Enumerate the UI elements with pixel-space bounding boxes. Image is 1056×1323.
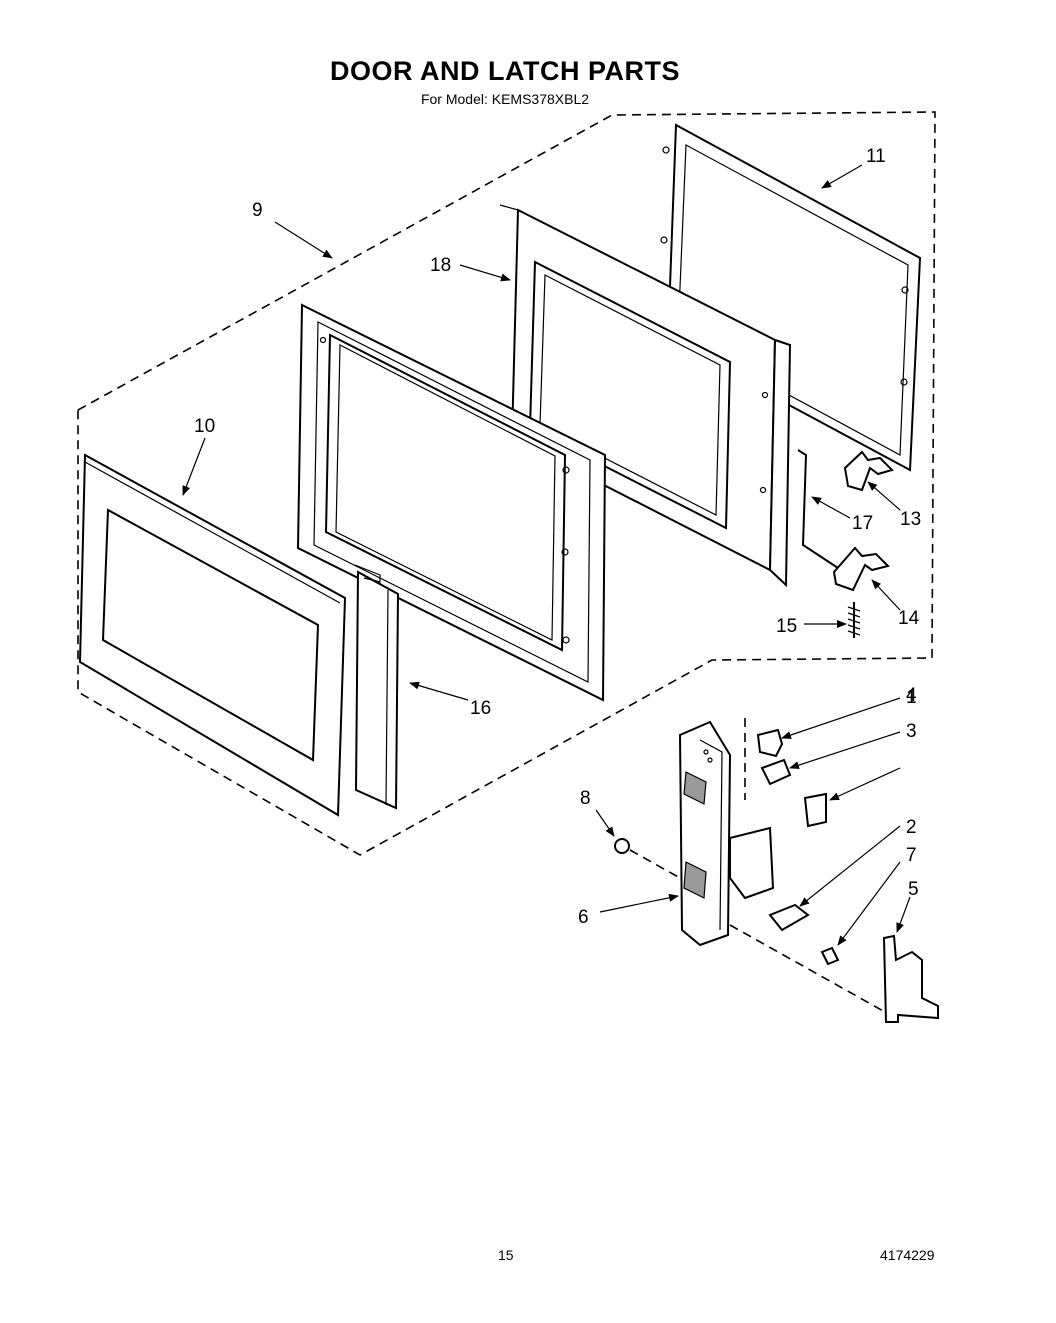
callout-1: 1: [906, 687, 917, 708]
callout-16: 16: [470, 698, 491, 719]
part-18-inner-frame: [499, 204, 792, 588]
part-9-door-frame: [296, 303, 607, 702]
callout-7: 7: [906, 845, 917, 866]
part-7-screw: [820, 946, 840, 966]
document-number: 4174229: [880, 1247, 935, 1263]
callout-17: 17: [852, 513, 873, 534]
part-14-lower-latch: [832, 546, 890, 592]
part-8-nut: [614, 838, 630, 854]
callout-3: 3: [906, 721, 917, 742]
callout-2: 2: [906, 817, 917, 838]
part-4-switch: [756, 728, 784, 758]
page-number: 15: [498, 1247, 514, 1263]
part-13-upper-latch: [843, 450, 894, 492]
callout-leaders: [182, 164, 911, 946]
callout-14: 14: [898, 608, 920, 629]
page-title: DOOR AND LATCH PARTS: [330, 56, 680, 86]
door-assembly-boundary: [77, 111, 936, 856]
model-subtitle: For Model: KEMS378XBL2: [420, 91, 590, 107]
callout-15: 15: [776, 616, 797, 637]
callout-6: 6: [578, 907, 589, 928]
callout-13: 13: [900, 509, 921, 530]
part-2-switch: [768, 903, 810, 932]
part-17-latch-rod: [797, 449, 839, 569]
callout-9: 9: [252, 200, 263, 221]
part-10-outer-panel: [78, 453, 347, 817]
part-3-switch: [760, 758, 792, 786]
callout-18: 18: [430, 255, 451, 276]
callout-5: 5: [908, 879, 919, 900]
callout-11: 11: [866, 146, 886, 167]
part-1-switch: [803, 792, 827, 828]
callout-labels: 1 2 3 4 5 6 7 8 9 10 11 13 14 15 16 17 1…: [194, 146, 921, 928]
part-11-door-panel: [660, 123, 922, 472]
part-15-spring: [847, 602, 861, 638]
part-5-lever: [882, 934, 939, 1023]
part-16-choke-strip: [354, 564, 400, 810]
callout-10: 10: [194, 416, 215, 437]
callout-8: 8: [580, 788, 591, 809]
callout-4: 4: [906, 685, 917, 706]
part-6-latch-housing: [678, 720, 775, 947]
